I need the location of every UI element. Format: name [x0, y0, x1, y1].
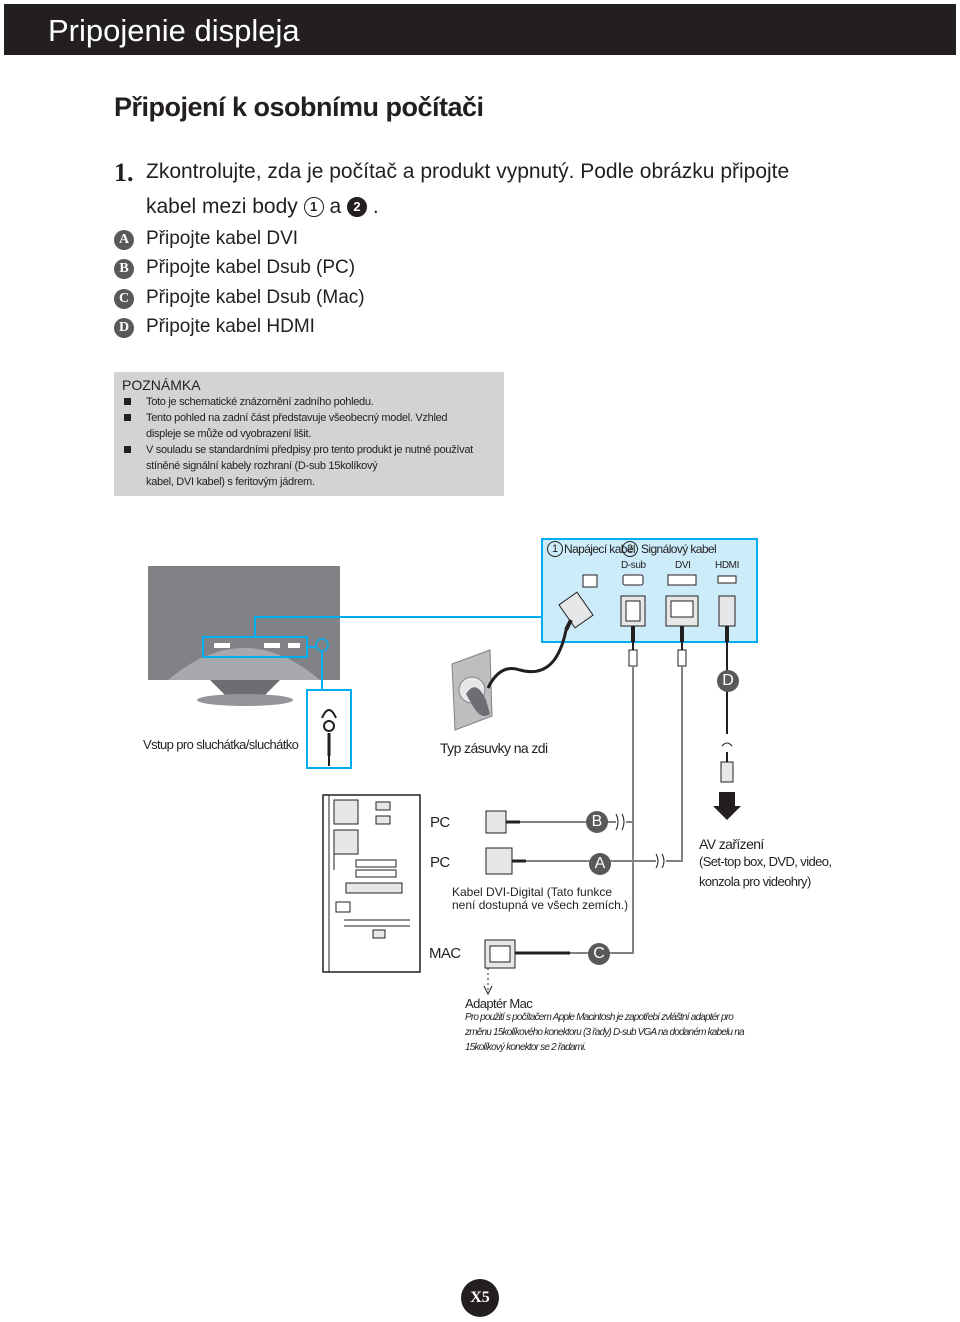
diagram-graphics: [148, 538, 758, 996]
legend-marker-1-icon: 1: [547, 541, 563, 557]
step-line-2-prefix: kabel mezi body: [146, 195, 298, 218]
mac-adapter-line-2: změnu 15kolíkového konektoru (3 řady) D-…: [465, 1027, 745, 1038]
legend-signal-label: Signálový kabel: [641, 542, 717, 556]
hdmi-port-icon: [717, 575, 737, 584]
port-label-hdmi: HDMI: [715, 560, 739, 571]
pc-label-1: PC: [430, 814, 450, 831]
letter-d-badge: D: [717, 670, 739, 692]
mac-adapter-line-1: Pro použití s počítačem Apple Macintosh …: [465, 1012, 734, 1023]
badge-d-icon: D: [114, 318, 134, 338]
monitor-illustration: [148, 566, 340, 706]
arrow-down-icon: [713, 792, 741, 820]
bullet-icon: [124, 446, 131, 453]
mac-adapter-title: Adaptér Mac: [465, 996, 533, 1011]
pc-label-2: PC: [430, 854, 450, 871]
mac-label: MAC: [429, 945, 461, 962]
wall-outlet-icon: [451, 649, 493, 731]
headphone-label: Vstup pro sluchátka/sluchátko: [143, 737, 299, 752]
note-box: POZNÁMKA Toto je schematické znázornění …: [114, 372, 504, 496]
legend-marker-2-icon: 2: [622, 541, 638, 557]
mac-adapter-line-3: 15kolíkový konektor se 2 řadami.: [465, 1042, 586, 1053]
dvi-note-line-1: Kabel DVI-Digital (Tato funkce: [452, 885, 613, 899]
step-line-2-end: .: [372, 195, 379, 218]
list-item-text: Připojte kabel HDMI: [146, 316, 315, 337]
marker-2-icon: 2: [346, 197, 367, 217]
dvi-plug-icon: [665, 595, 699, 642]
port-label-dsub: D-sub: [621, 560, 646, 571]
section-title: Připojení k osobnímu počítači: [114, 92, 484, 122]
dvi-note-line-2: není dostupná ve všech zemích.): [452, 898, 629, 912]
dvi-connector-icon: [485, 847, 513, 875]
dsub-plug-icon: [620, 595, 646, 642]
step-number: 1.: [114, 158, 134, 187]
hdmi-cable-end-icon: [720, 761, 734, 783]
letter-a-badge: A: [589, 853, 611, 875]
letter-b-badge: B: [586, 811, 608, 833]
outlet-label: Typ zásuvky na zdi: [440, 740, 548, 756]
step-line-2: kabel mezi body 1 a 2 .: [146, 195, 379, 219]
dsub-connector-icon: [485, 810, 507, 834]
av-device-line-3: konzola pro videohry): [699, 874, 811, 889]
marker-1-icon: 1: [303, 197, 324, 217]
step-line-2-and: a: [329, 195, 342, 218]
badge-b-icon: B: [114, 259, 134, 279]
pc-tower-illustration: [322, 794, 421, 973]
dsub-port-icon: [622, 574, 644, 586]
list-item-text: Připojte kabel Dsub (PC): [146, 257, 356, 278]
page-number-badge: X5: [461, 1279, 499, 1317]
port-label-dvi: DVI: [675, 560, 691, 571]
list-item-text: Připojte kabel Dsub (Mac): [146, 287, 365, 308]
header-bar: Pripojenie displeja: [4, 4, 956, 55]
bullet-icon: [124, 414, 131, 421]
step-line-1: Zkontrolujte, zda je počítač a produkt v…: [146, 160, 790, 183]
hdmi-plug-icon: [718, 595, 736, 642]
headphone-icon: [321, 709, 337, 719]
connection-diagram: 1 Napájecí kabel 2 Signálový kabel D-sub…: [0, 530, 960, 1070]
av-device-line-2: (Set-top box, DVD, video,: [699, 854, 832, 869]
bullet-icon: [124, 398, 131, 405]
legend-power-label: Napájecí kabel: [564, 542, 636, 556]
av-device-title: AV zařízení: [699, 836, 764, 852]
dvi-port-icon: [667, 574, 697, 586]
power-plug-icon: [558, 591, 594, 631]
note-title: POZNÁMKA: [122, 377, 201, 393]
page-header-title: Pripojenie displeja: [48, 13, 300, 48]
badge-a-icon: A: [114, 230, 134, 250]
letter-c-badge: C: [588, 943, 610, 965]
badge-c-icon: C: [114, 289, 134, 309]
list-item-text: Připojte kabel DVI: [146, 228, 299, 249]
power-port-icon: [582, 574, 598, 588]
